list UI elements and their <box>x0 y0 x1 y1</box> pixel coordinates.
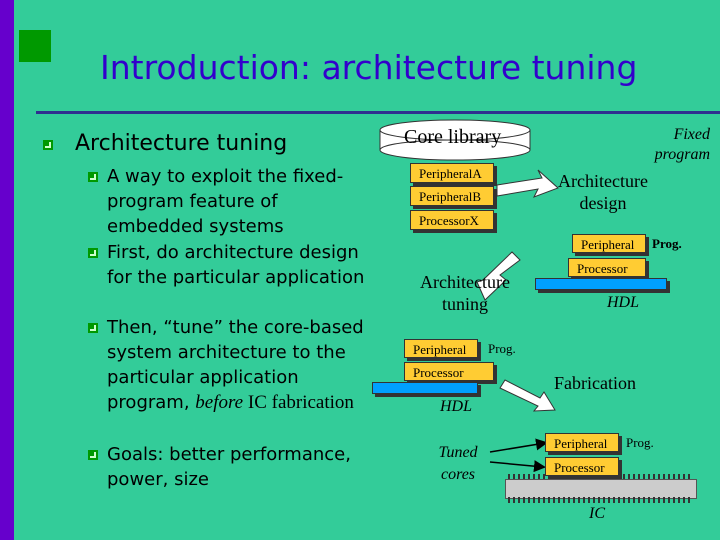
core-library-cylinder <box>379 119 531 161</box>
bullet-icon <box>88 248 98 258</box>
emphasis-before: before <box>195 392 244 413</box>
architecture-design-label: Architecture design <box>558 171 648 213</box>
tuned-cores-label: Tuned cores <box>438 444 478 483</box>
architecture-tuning-label: Architecture tuning <box>420 272 510 314</box>
fat-arrow-tuning <box>476 251 521 301</box>
bullet-icon <box>43 140 53 150</box>
title-accent-square <box>19 30 51 62</box>
arrow-to-ic-peripheral <box>489 438 548 453</box>
tuning-prog: Prog. <box>488 341 516 356</box>
tuning-processor: Processor <box>404 362 494 381</box>
level1-bullet-text: Architecture tuning <box>75 131 288 156</box>
ic-label: IC <box>589 505 605 522</box>
fat-arrow-design <box>496 169 559 198</box>
fat-arrow-fabrication <box>499 379 556 412</box>
bullet-text: First, do architecture design for the pa… <box>107 242 365 288</box>
ic-prog: Prog. <box>626 435 654 450</box>
design-peripheral: Peripheral <box>572 234 646 253</box>
slide-title: Introduction: architecture tuning <box>100 48 638 87</box>
lib-processor-x: ProcessorX <box>410 210 494 230</box>
fabrication-label: Fabrication <box>554 373 636 393</box>
ic-chip <box>505 479 697 499</box>
core-library-label: Core library <box>404 126 502 148</box>
left-accent-bar <box>0 0 14 540</box>
design-prog: Prog. <box>652 236 682 251</box>
ic-peripheral: Peripheral <box>545 433 619 452</box>
bullet-text: A way to exploit the fixed-program featu… <box>107 166 344 237</box>
tuning-hdl-label: HDL <box>440 398 473 415</box>
ic-processor: Processor <box>545 457 619 476</box>
tuning-peripheral: Peripheral <box>404 339 478 358</box>
design-processor: Processor <box>568 258 646 277</box>
bullet-text: Goals: better performance, power, size <box>107 444 351 490</box>
ic-pins-bottom <box>508 497 690 503</box>
bullet-text: Then, “tune” the core-based system archi… <box>107 317 364 413</box>
title-rule <box>36 111 720 114</box>
bullet-icon <box>88 323 98 333</box>
lib-peripheral-a: PeripheralA <box>410 163 494 183</box>
fixed-program-label: Fixed program <box>654 126 710 163</box>
design-hdl-bar <box>535 278 667 290</box>
lib-peripheral-b: PeripheralB <box>410 186 494 206</box>
arrow-to-ic-processor <box>489 460 546 473</box>
ic-pins-top <box>508 474 690 480</box>
design-hdl-label: HDL <box>607 294 640 311</box>
tuning-hdl-bar <box>372 382 478 394</box>
bullet-icon <box>88 450 98 460</box>
bullet-icon <box>88 172 98 182</box>
